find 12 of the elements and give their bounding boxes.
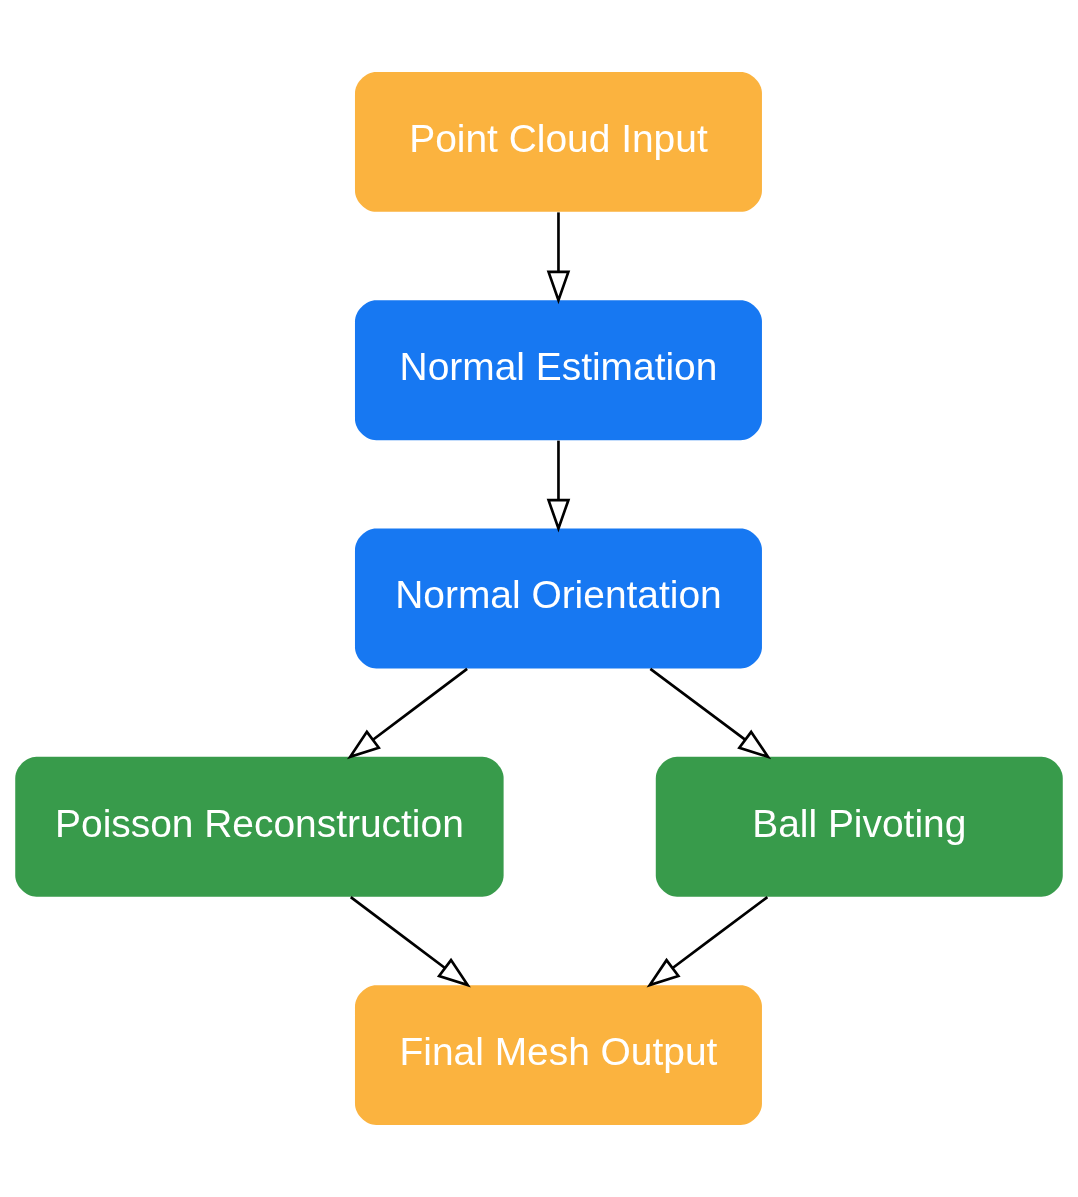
node-box: Normal Estimation	[354, 300, 762, 441]
arrow	[649, 667, 772, 760]
arrow	[546, 212, 571, 305]
node-box: Final Mesh Output	[354, 985, 762, 1125]
arrow	[347, 667, 468, 760]
arrow	[546, 440, 571, 533]
node-box: Poisson Reconstruction	[15, 756, 504, 897]
arrow	[646, 896, 769, 988]
node-box: Point Cloud Input	[354, 72, 762, 212]
node-box: Normal Orientation	[354, 528, 762, 669]
node-box: Ball Pivoting	[655, 756, 1063, 897]
arrow	[349, 896, 471, 988]
